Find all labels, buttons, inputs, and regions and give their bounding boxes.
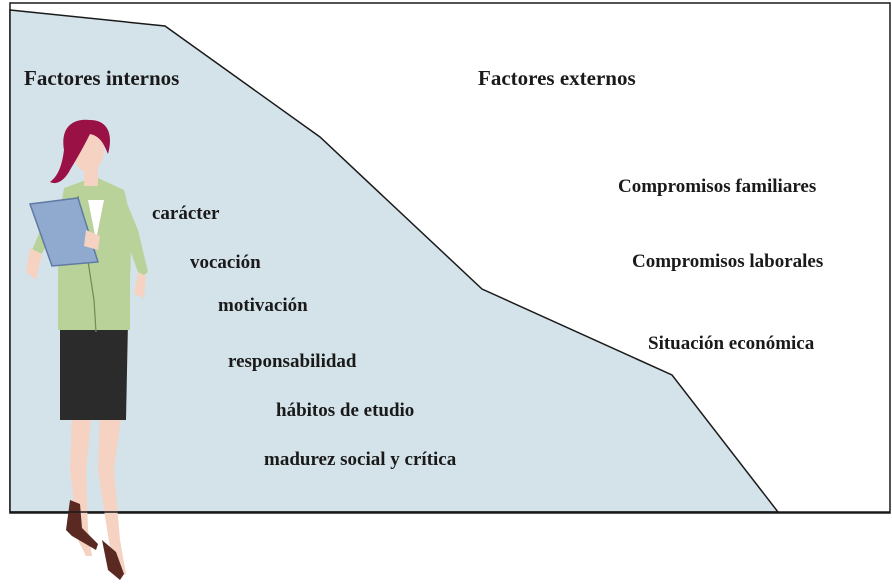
internal-factor: hábitos de etudio [276, 400, 415, 421]
external-factor: Situación económica [648, 333, 815, 354]
woman-figure-icon [26, 119, 148, 580]
internal-factor: responsabilidad [228, 351, 357, 372]
external-factor: Compromisos familiares [618, 176, 817, 197]
internal-factor: madurez social y crítica [264, 449, 457, 470]
internal-factor: motivación [218, 295, 308, 316]
internal-factor: vocación [190, 252, 261, 273]
internal-factor: carácter [152, 203, 220, 224]
external-heading: Factores externos [478, 66, 636, 90]
external-factor: Compromisos laborales [632, 251, 824, 272]
internal-heading: Factores internos [24, 66, 180, 90]
